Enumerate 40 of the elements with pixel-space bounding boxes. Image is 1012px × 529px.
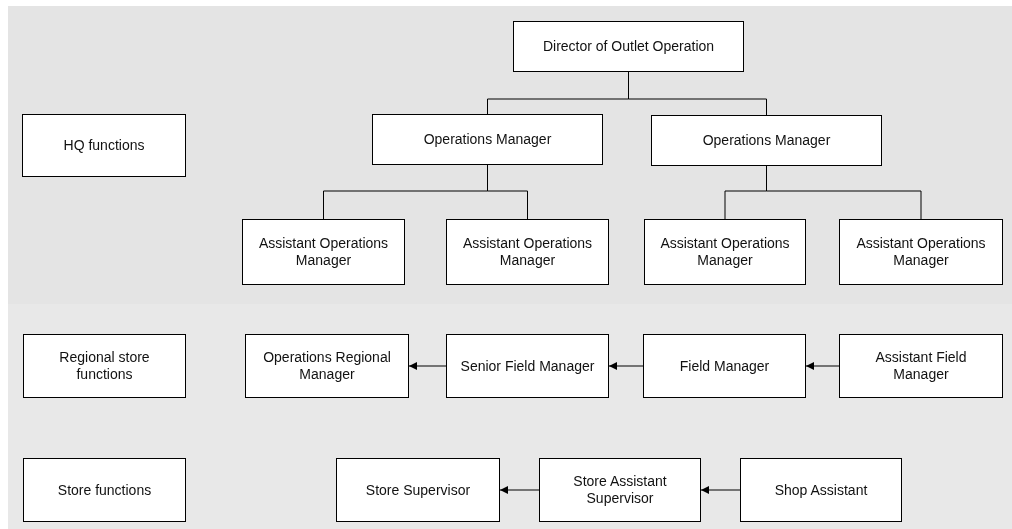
role-box xyxy=(245,334,409,398)
role-label: Assistant Operations Manager xyxy=(461,235,594,269)
role-box xyxy=(513,21,744,72)
role-label: Store Assistant Supervisor xyxy=(572,473,668,507)
role-box xyxy=(644,219,806,285)
role-label: Store functions xyxy=(57,481,152,499)
role-label: Shop Assistant xyxy=(774,481,868,499)
role-label: Assistant Operations Manager xyxy=(659,235,791,269)
role-box xyxy=(242,219,405,285)
role-label: Store Supervisor xyxy=(365,481,471,499)
role-box xyxy=(23,334,186,398)
role-label: Assistant Operations Manager xyxy=(257,235,390,269)
role-box xyxy=(336,458,500,522)
role-label: HQ functions xyxy=(63,137,145,154)
role-label: Field Manager xyxy=(679,357,770,375)
arrow xyxy=(408,362,447,370)
role-box xyxy=(651,115,882,166)
role-box xyxy=(446,219,609,285)
role-box xyxy=(23,458,186,522)
role-box xyxy=(643,334,806,398)
role-box xyxy=(539,458,701,522)
role-box xyxy=(839,334,1003,398)
role-label: Assistant Operations Manager xyxy=(855,235,987,269)
arrow xyxy=(700,486,741,494)
role-box xyxy=(22,114,186,177)
role-label: Operations Manager xyxy=(423,131,552,148)
role-label: Regional store functions xyxy=(58,349,151,383)
role-box xyxy=(372,114,603,165)
connector-line xyxy=(487,164,528,220)
arrow xyxy=(499,486,540,494)
role-label: Director of Outlet Operation xyxy=(542,38,715,55)
arrow xyxy=(608,362,644,370)
role-label: Operations Manager xyxy=(702,132,831,149)
role-box xyxy=(839,219,1003,285)
role-label: Assistant Field Manager xyxy=(874,349,968,383)
role-label: Senior Field Manager xyxy=(460,357,595,375)
role-box xyxy=(740,458,902,522)
arrow xyxy=(805,362,840,370)
role-label: Operations Regional Manager xyxy=(262,349,392,383)
role-box xyxy=(446,334,609,398)
